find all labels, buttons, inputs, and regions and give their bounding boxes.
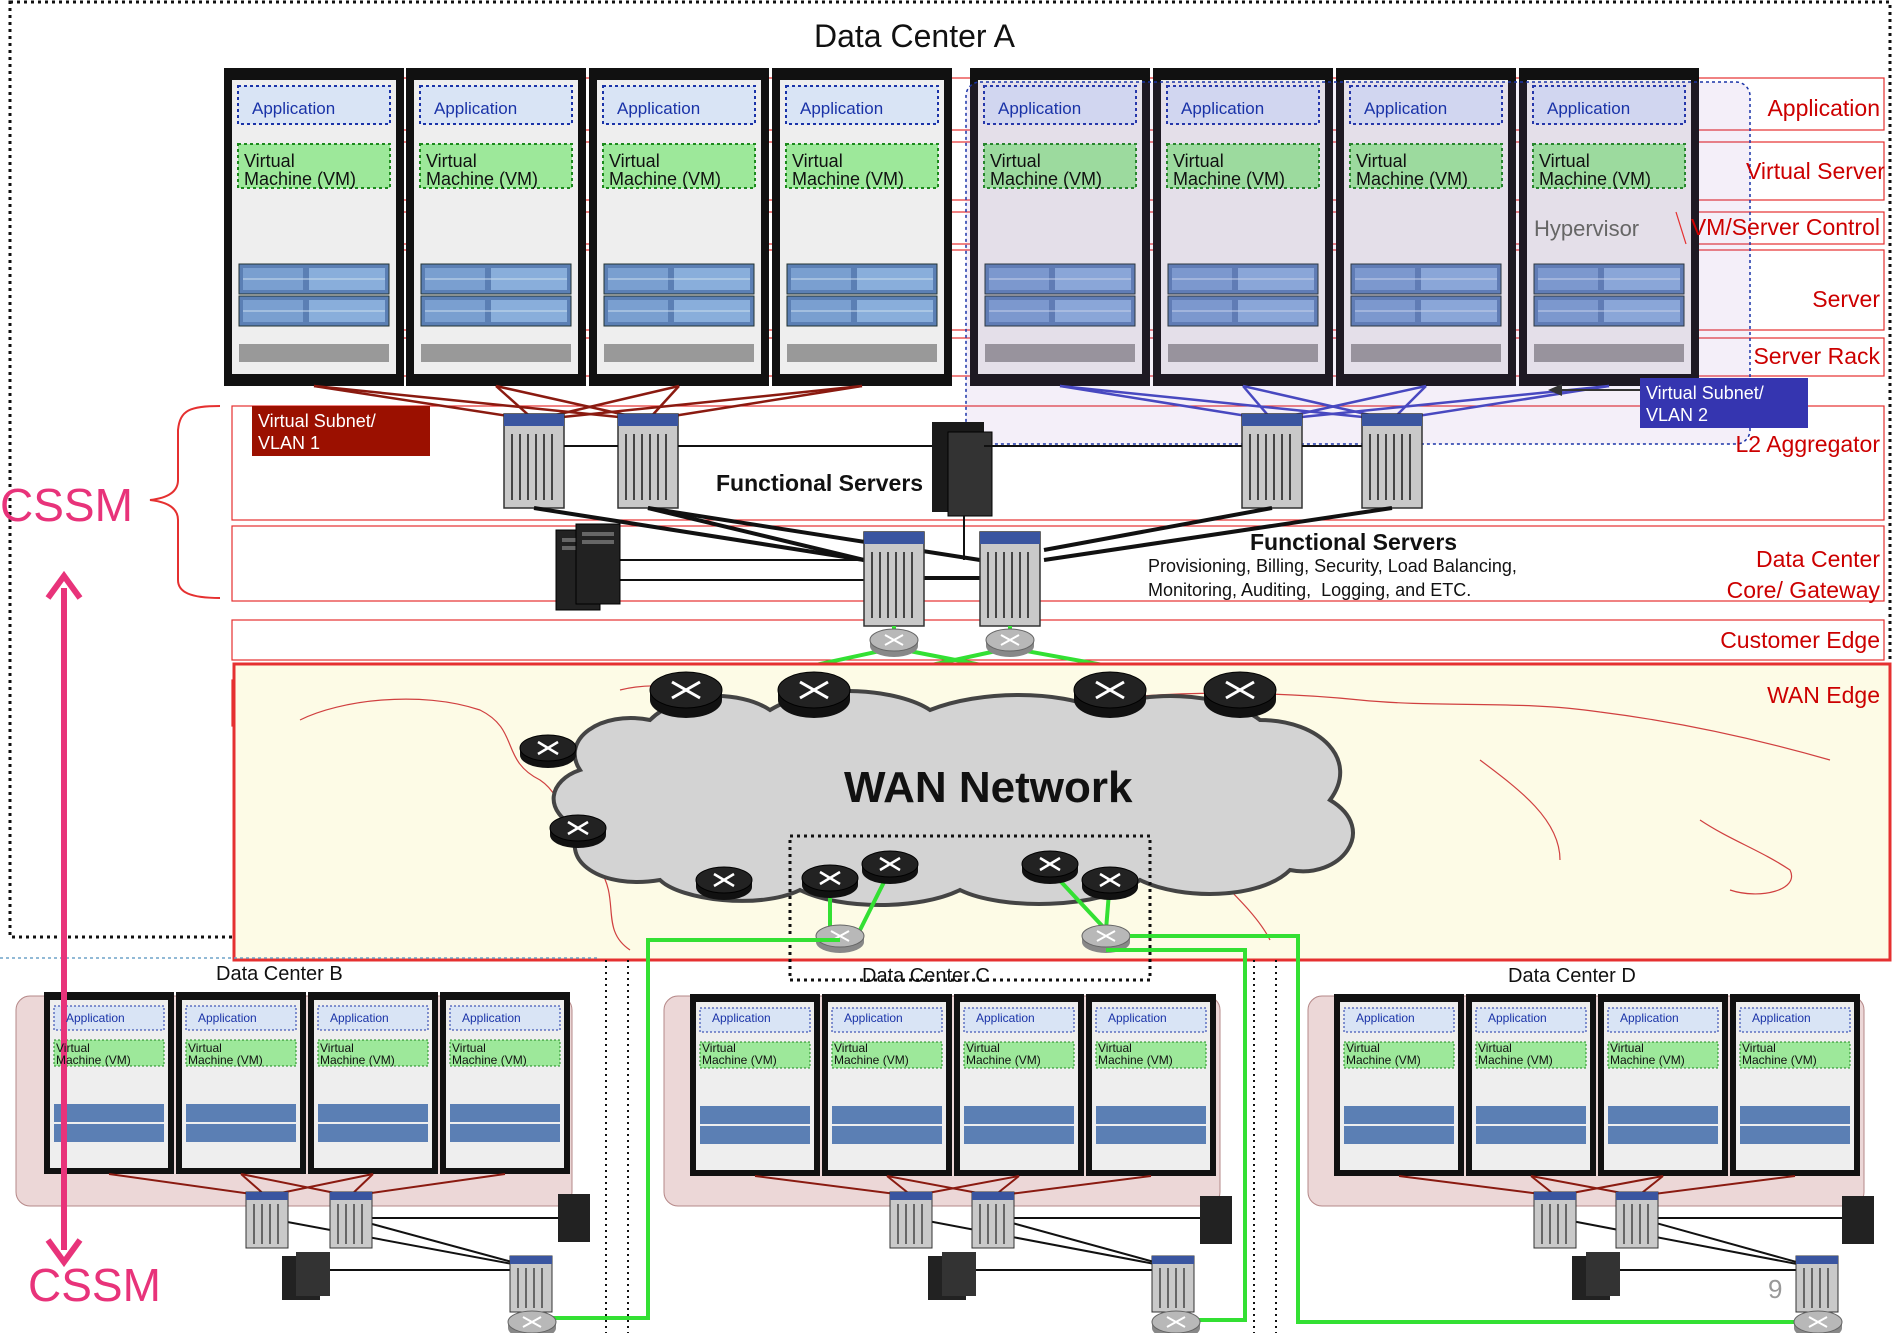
rack-application-label: Application [462,1011,521,1025]
hypervisor-label: Hypervisor [1534,216,1640,241]
wan-router-7 [694,865,754,902]
l2-switch-2 [617,413,679,509]
aggregator-links [533,445,1393,581]
layer-virtual-server: Virtual Server [1746,158,1885,184]
vlan2-overlay [965,81,1751,445]
rack-application-label: Application [1108,1011,1167,1025]
layer-server-rack: Server Rack [1753,343,1880,369]
rack-application-label: Application [712,1011,771,1025]
rack-vm-label: Virtual Machine (VM) [1356,151,1469,189]
vlan2-label: Virtual Subnet/ VLAN 2 [1640,378,1808,428]
wan-edge-router-1 [648,670,724,720]
rack-application-label: Application [800,99,884,118]
customer-edge-router-1 [869,628,919,658]
layer-vm-server-control: VM/Server Control [1690,214,1880,240]
vlan1-label: Virtual Subnet/ VLAN 1 [252,406,430,456]
datacenter-a-title: Data Center A [814,18,1015,54]
rack-vm-label: Virtual Machine (VM) [1173,151,1286,189]
rack-vm-label: Virtual Machine (VM) [1098,1041,1173,1067]
wan-router-10 [1020,849,1080,886]
rack-vm-label: Virtual Machine (VM) [1478,1041,1553,1067]
layer-l2-aggregator: L2 Aggregator [1735,431,1880,457]
rack-application-label: Application [617,99,701,118]
layer-server: Server [1812,286,1880,312]
dc-interconnect-links [540,934,1818,1324]
rack-vm-label: Virtual Machine (VM) [990,151,1103,189]
rack-application-label: Application [1181,99,1265,118]
layer-application: Application [1767,95,1880,121]
rack-vm-label: Virtual Machine (VM) [452,1041,527,1067]
functional-servers-upper-label: Functional Servers [716,470,924,496]
wan-router-11 [1080,865,1140,902]
layer-wan-edge: WAN Edge [1767,682,1880,708]
wan-network-label: WAN Network [844,763,1133,812]
functional-tower-2 [575,523,621,605]
rack-application-label: Application [252,99,336,118]
rack-application-label: Application [66,1011,125,1025]
cssm-arrow-head-top [45,570,83,600]
rack-application-label: Application [330,1011,389,1025]
rack-vm-label: Virtual Machine (VM) [1742,1041,1817,1067]
rack-application-label: Application [1356,1011,1415,1025]
datacenter-b-title: Data Center B [216,963,343,985]
wan-router-9 [860,849,920,886]
wan-edge-router-4 [1202,670,1278,720]
rack-application-label: Application [198,1011,257,1025]
layer-customer-edge: Customer Edge [1720,627,1880,653]
rack-application-label: Application [1752,1011,1811,1025]
functional-servers-lower-label: Functional Servers [1250,529,1458,555]
datacenter-d-title: Data Center D [1508,965,1636,987]
rack-application-label: Application [1488,1011,1547,1025]
page-number: 9 [1768,1274,1783,1304]
rack-application-label: Application [1620,1011,1679,1025]
rack-vm-label: Virtual Machine (VM) [609,151,722,189]
wan-router-6 [548,813,608,850]
racks-datacenter-a [224,68,1699,386]
rack-vm-label: Virtual Machine (VM) [320,1041,395,1067]
rack-vm-label: Virtual Machine (VM) [426,151,539,189]
rack-vm-label: Virtual Machine (VM) [1346,1041,1421,1067]
rack-application-label: Application [844,1011,903,1025]
layer-datacenter-core-gateway: Data Center Core/ Gateway [1726,546,1880,603]
rack-vm-label: Virtual Machine (VM) [1539,151,1652,189]
l2-switch-1 [503,413,565,509]
wan-router-8 [800,863,860,900]
rack-application-label: Application [976,1011,1035,1025]
vlan2-arrowhead [1548,384,1562,396]
wan-router-5 [518,733,578,770]
cssm-bracket [149,405,221,599]
functional-server-tower [932,422,993,517]
datacenter-c [663,994,1232,1333]
rack-vm-label: Virtual Machine (VM) [56,1041,131,1067]
l2-switch-4 [1361,413,1423,509]
rack-application-label: Application [1364,99,1448,118]
cssm-label-top: CSSM [0,479,133,531]
rack-vm-label: Virtual Machine (VM) [702,1041,777,1067]
customer-edge-router-2 [985,628,1035,658]
core-switch-2 [979,531,1041,627]
cssm-label-bottom: CSSM [28,1259,161,1311]
core-switch-1 [863,531,925,627]
rack-application-label: Application [1547,99,1631,118]
rack-vm-label: Virtual Machine (VM) [244,151,357,189]
rack-application-label: Application [434,99,518,118]
cssm-arrow-head-bottom [45,1238,83,1268]
l2-switch-3 [1241,413,1303,509]
rack-vm-label: Virtual Machine (VM) [792,151,905,189]
rack-vm-label: Virtual Machine (VM) [834,1041,909,1067]
hypervisor-divider [1675,211,1687,245]
rack-vm-label: Virtual Machine (VM) [966,1041,1041,1067]
datacenter-c-title: Data Center C [862,965,990,987]
rack-application-label: Application [998,99,1082,118]
datacenter-d [1307,994,1874,1333]
wan-edge-router-3 [1072,670,1148,720]
functional-servers-description: Provisioning, Billing, Security, Load Ba… [1148,556,1517,600]
rack-vm-label: Virtual Machine (VM) [1610,1041,1685,1067]
rack-vm-label: Virtual Machine (VM) [188,1041,263,1067]
wan-edge-router-2 [776,670,852,720]
datacenter-b [15,992,590,1333]
